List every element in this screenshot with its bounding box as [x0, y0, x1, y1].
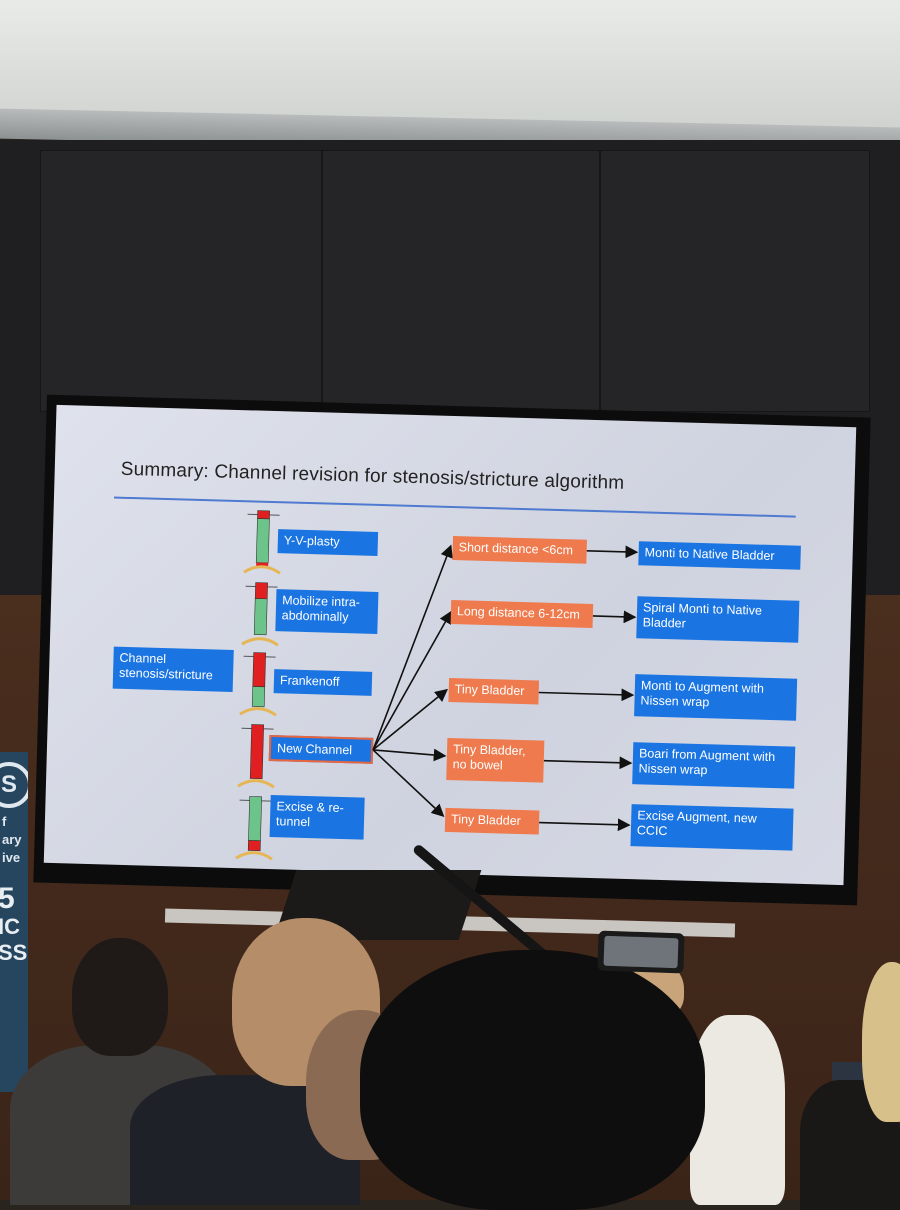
phone-screen [603, 935, 679, 969]
wall-panel [40, 150, 322, 412]
channel-illustration [243, 510, 281, 575]
outcome-node: Monti to Native Bladder [638, 541, 801, 570]
outcome-node: Boari from Augment with Nissen wrap [632, 742, 796, 789]
condition-node: Tiny Bladder [448, 677, 540, 705]
wall-panel [322, 150, 600, 412]
audience-head [72, 938, 168, 1056]
ceiling [0, 0, 900, 130]
audience-head-foreground [360, 950, 705, 1210]
conference-banner: S f ary ive 5 IC SS [0, 752, 28, 1092]
outcome-node: Spiral Monti to Native Bladder [636, 596, 800, 643]
condition-node: Tiny Bladder [444, 807, 540, 835]
channel-illustration [235, 796, 273, 861]
banner-text: ary [2, 832, 22, 847]
flow-arrows [372, 544, 639, 832]
banner-text: f [2, 814, 7, 829]
presentation-slide: Summary: Channel revision for stenosis/s… [43, 404, 857, 886]
condition-node: Tiny Bladder, no bowel [446, 737, 545, 783]
conference-logo: S [0, 762, 28, 808]
banner-big-text: IC [0, 914, 20, 939]
phone [597, 930, 685, 974]
outcome-node: Monti to Augment with Nissen wrap [634, 674, 798, 721]
audience-hair [862, 962, 900, 1122]
channel-illustration [239, 652, 277, 717]
channel-illustration [237, 724, 275, 789]
channel-illustration [241, 582, 279, 647]
wall-panel [600, 150, 870, 412]
condition-node: Long distance 6-12cm [450, 600, 594, 628]
outcome-node: Excise Augment, new CCIC [630, 804, 794, 851]
banner-big-text: SS [0, 940, 28, 965]
condition-node: Short distance <6cm [452, 536, 587, 564]
banner-text: ive [2, 850, 21, 865]
banner-big-text: 5 [0, 882, 15, 915]
audience-sleeve [690, 1015, 785, 1205]
